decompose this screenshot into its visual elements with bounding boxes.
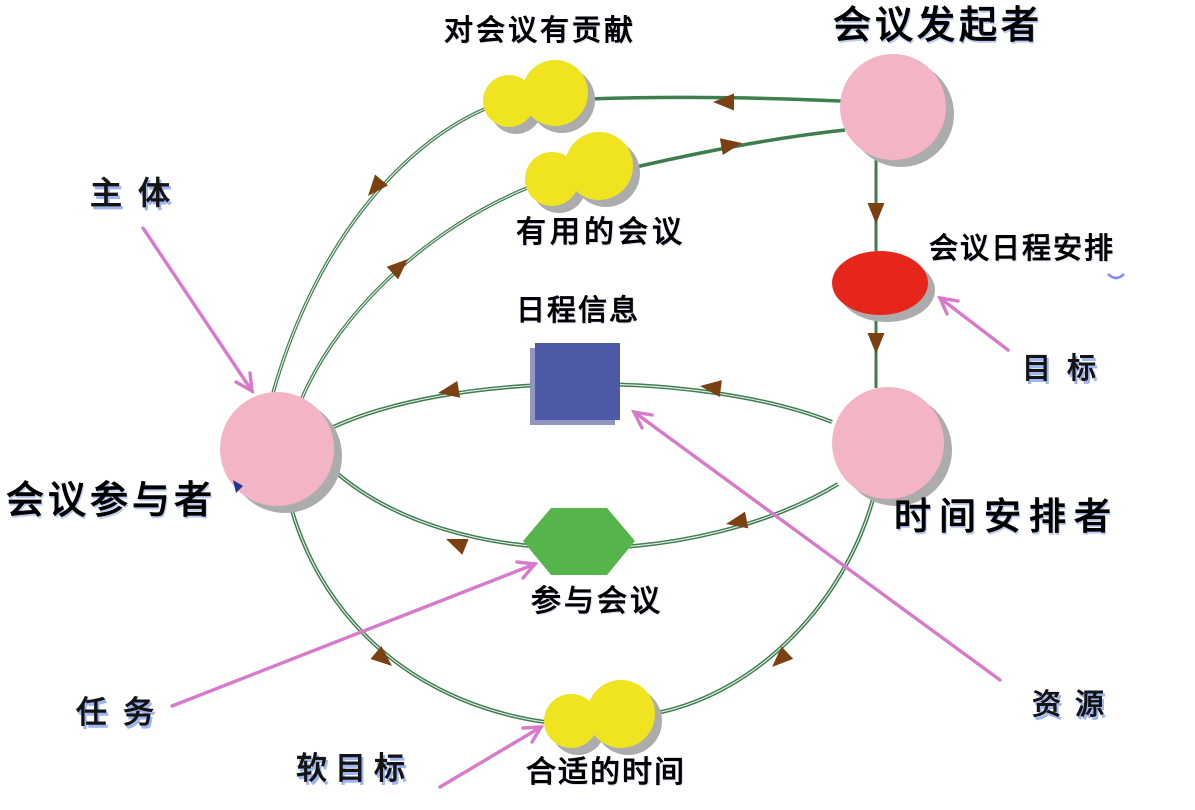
goal-ellipse-meeting-schedule [832, 251, 935, 322]
small-blue-tick [233, 480, 243, 493]
spellcheck-squiggle [1107, 273, 1125, 280]
actor-scheduler-shape [832, 387, 944, 499]
link-highlight [656, 498, 874, 714]
label-contribute-to-meeting: 对会议有贡献 [444, 15, 637, 47]
arrowhead [700, 380, 722, 397]
cloud-lobe [483, 75, 535, 127]
arrowheads [368, 93, 885, 667]
label-agent: 主体 [90, 175, 187, 211]
arrowhead [438, 380, 461, 398]
label-attend-meeting: 参与会议 [531, 585, 663, 618]
arrowhead [867, 333, 885, 354]
goal-shape [832, 251, 928, 315]
cloud-lobe [544, 694, 598, 748]
label-suitable-time: 合适的时间 [526, 756, 686, 789]
arrowhead [713, 93, 734, 111]
annotation-arrowhead-softgoal [521, 725, 545, 744]
actor-initiator-shape [840, 54, 946, 160]
label-useful-meeting: 有用的会议 [516, 216, 686, 249]
cloud-lobe [522, 60, 588, 126]
label-goal: 目标 [1022, 353, 1113, 385]
softgoal-cloud-suitable-time [544, 680, 662, 755]
annotation-arrow-goal [938, 296, 1010, 352]
arrowhead [726, 511, 749, 529]
arrowhead [368, 174, 389, 196]
annotation-arrow-task [170, 562, 537, 708]
annotation-arrow-softgoal [438, 725, 543, 789]
link-participant-time [288, 503, 546, 724]
arrowhead [446, 538, 469, 555]
softgoal-cloud-useful [525, 132, 640, 213]
arrowhead [719, 138, 742, 156]
annotation-arrows [141, 226, 1010, 789]
resource-shape [535, 343, 620, 420]
label-time-scheduler: 时间安排者 [894, 496, 1119, 537]
label-meeting-initiator: 会议发起者 [833, 5, 1044, 47]
label-task: 任务 [76, 695, 170, 730]
link-highlight [272, 107, 488, 394]
label-meeting-schedule: 会议日程安排 [929, 233, 1116, 265]
link-useful-initiator [635, 128, 846, 169]
link-participant-useful [300, 186, 528, 399]
softgoal-cloud-contribute [483, 60, 595, 134]
actor-participant-shape [220, 392, 334, 506]
arrowhead [386, 259, 408, 280]
label-schedule-info: 日程信息 [516, 295, 641, 327]
actor-circle-participant [220, 392, 342, 513]
annotation-arrow-resource [632, 410, 1002, 682]
annotation-arrowhead-goal [937, 295, 960, 316]
annotation-arrowhead-task [515, 560, 539, 580]
link-highlight [289, 503, 546, 723]
actor-circle-scheduler [832, 387, 952, 506]
arrowhead [772, 646, 794, 667]
link-highlight [301, 187, 528, 399]
arrowhead [370, 645, 392, 666]
cloud-lobe [587, 680, 655, 748]
actor-circle-initiator [840, 54, 954, 167]
link-contribute-participant [271, 106, 488, 394]
arrowhead [867, 203, 885, 224]
link-initiator-contribute [587, 95, 842, 103]
label-soft-goal: 软目标 [296, 751, 413, 786]
resource-square-schedule-info [530, 343, 620, 425]
annotation-arrow-agent [141, 226, 254, 393]
task-hexagon-attend-meeting [523, 508, 635, 575]
cloud-lobe [565, 132, 633, 200]
label-resource: 资源 [1032, 689, 1119, 721]
annotation-arrowhead-agent [234, 371, 255, 395]
link-highlights [272, 107, 874, 723]
annotation-arrowhead-resource [630, 409, 654, 430]
label-meeting-participant: 会议参与者 [6, 480, 217, 522]
link-scheduler-time [656, 498, 875, 715]
